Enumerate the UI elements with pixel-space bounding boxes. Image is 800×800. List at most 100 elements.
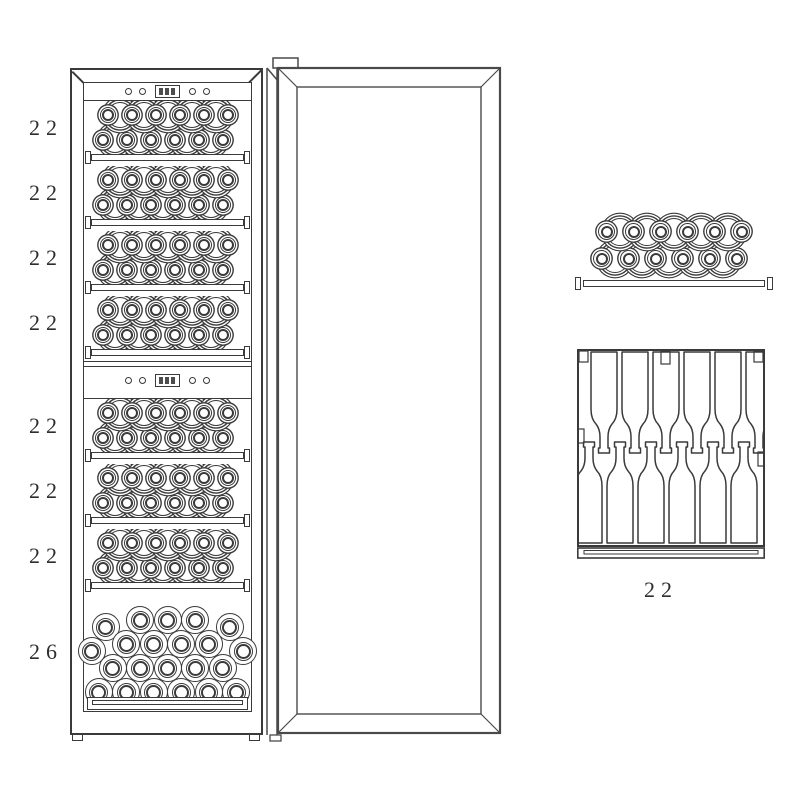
bottle-row [84,489,246,516]
panel-button-icon [189,376,196,384]
open-door [266,57,502,742]
standing-bottle-top [208,654,237,682]
cabinet-foot [249,734,260,741]
bottle-neck-ring [123,301,140,318]
bottle-neck-ring [190,559,207,576]
bottle-neck-ring [214,261,231,278]
shelf-bottles [84,101,251,153]
bottle-neck-ring [190,326,207,343]
bottle-row [84,529,251,556]
cabinet-interior [77,82,258,712]
rail-end-cap [244,449,250,462]
standing-bottle-top [181,606,209,634]
rail-bar [91,154,244,161]
bottle-neck-ring [147,171,164,188]
detail-shelf-rail [574,277,774,291]
capacity-label-shelf-1: 22 [29,115,63,140]
rail-bar [91,582,244,589]
shelf-7 [84,529,251,594]
control-panel-lower [84,371,251,389]
bottle-neck-ring [118,494,135,511]
bottle-neck-ring [195,171,212,188]
bottle-top-view [652,351,680,454]
capacity-label-detail-shelf: 22 [644,577,678,602]
shelf-rail [84,579,251,592]
capacity-label-bottom-bin: 26 [29,639,63,664]
bottle-neck-ring [219,236,236,253]
bottle-neck-ring [118,326,135,343]
bottle-neck-ring [214,494,231,511]
bottle-neck-ring [214,559,231,576]
bottle-neck-ring [147,404,164,421]
bottle-neck-ring [674,250,691,267]
bottle-neck-ring [171,236,188,253]
bottle-row [84,464,251,491]
rail-bar [583,280,765,287]
bottle-row [574,217,774,246]
capacity-label-shelf-7: 22 [29,543,63,568]
panel-button-icon [203,88,210,95]
standing-bottle-top [153,606,182,634]
shelf-1 [84,101,251,166]
detail-base-rail [577,547,765,559]
bottle-neck-ring [147,106,164,123]
bottle-neck-ring [171,301,188,318]
panel-button-icon [139,88,146,95]
bottle-neck-ring [142,429,159,446]
bottle-neck-ring [598,223,615,240]
rail-bar [91,517,244,524]
bottle-top-view [621,351,649,454]
detail-shelf-front-view [574,217,774,291]
shelf-3 [84,231,251,296]
door-glass-frame [296,86,482,715]
bottle-neck-ring [94,326,111,343]
bottle-neck-ring [142,494,159,511]
bottle-neck-ring [142,261,159,278]
bottle-row [84,321,246,348]
bin-tray [87,697,248,710]
bottle-neck-ring [118,429,135,446]
cooler-cabinet [70,68,263,735]
bottle-neck-ring [195,404,212,421]
bottle-neck-ring [99,171,116,188]
bottle-neck-ring [195,534,212,551]
standing-bottle-top [153,654,182,682]
bottle-neck-ring [123,171,140,188]
rail-bar [91,219,244,226]
bottle-neck-ring [94,559,111,576]
bottle-neck-ring [123,236,140,253]
rail-bar [91,452,244,459]
rail-end-cap [575,277,581,290]
capacity-label-shelf-5: 22 [29,413,63,438]
bottle-neck-ring [219,404,236,421]
bottle-neck-ring [679,223,696,240]
rail-end-cap [85,151,91,164]
bottle-row [84,231,251,258]
shelf-rail [84,216,251,229]
bottle-neck-ring [147,469,164,486]
bottle-row [84,424,246,451]
bottle-neck-ring [219,469,236,486]
bottle-neck-ring [190,429,207,446]
bottle-neck-ring [142,326,159,343]
bottle-top-view [699,441,727,544]
bottle-top-view [745,351,765,454]
bottle-neck-ring [195,106,212,123]
shelf-rail [84,346,251,359]
bottle-neck-ring [214,196,231,213]
door-outer-frame [276,66,502,735]
capacity-label-shelf-4: 22 [29,310,63,335]
rail-end-cap [85,449,91,462]
bottle-neck-ring [142,196,159,213]
bottle-neck-ring [171,469,188,486]
bottle-neck-ring [94,196,111,213]
bottle-neck-ring [171,106,188,123]
bottle-neck-ring [214,326,231,343]
standing-bottle-top [126,654,154,682]
bottle-top-view [668,441,696,544]
shelf-bottles [84,231,251,283]
bottle-neck-ring [190,494,207,511]
bottle-neck-ring [214,131,231,148]
shelf-4 [84,296,251,361]
